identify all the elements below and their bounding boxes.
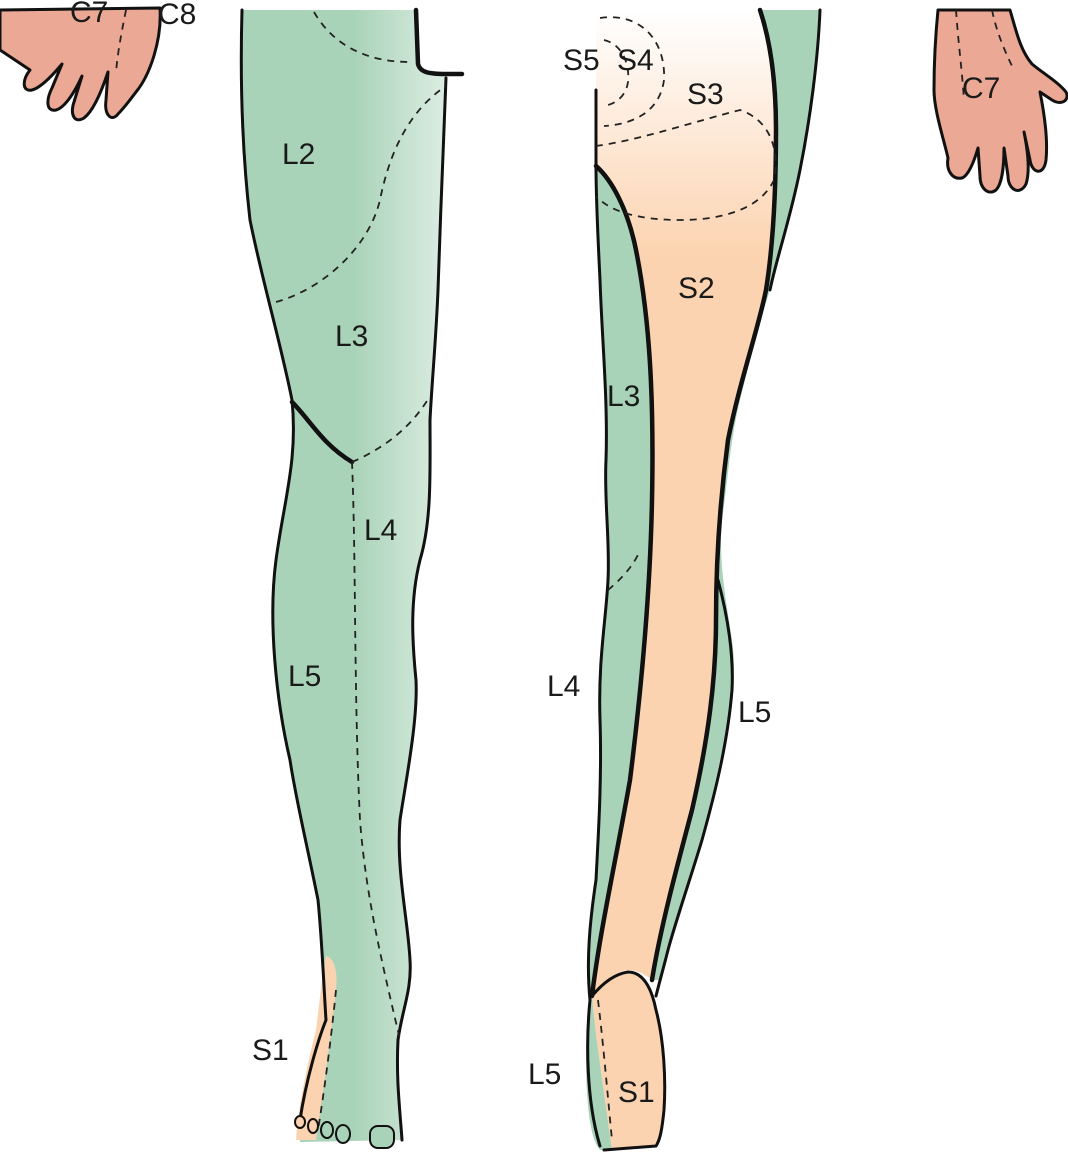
label-l3-front: L3: [335, 320, 368, 353]
label-c7-right: C7: [962, 72, 1000, 105]
toe-4: [308, 1119, 318, 1133]
label-l5-front: L5: [288, 660, 321, 693]
label-l4-back: L4: [547, 670, 580, 703]
toe-3: [321, 1122, 333, 1138]
label-l5-back-leg: L5: [738, 696, 771, 729]
anterior-leg: [241, 10, 462, 1148]
label-l3-back: L3: [607, 380, 640, 413]
label-s3: S3: [687, 78, 724, 111]
label-l4-front: L4: [364, 514, 397, 547]
anterior-groin-edge: [416, 10, 462, 74]
posterior-leg: [586, 10, 820, 1150]
toe-2: [336, 1125, 350, 1143]
label-c7-top-left: C7: [70, 0, 108, 29]
labels: C7 C8 L2 L3 L4 L5 S1 S5 S4 S3 S2 L3 L4 L…: [70, 0, 1000, 1109]
label-s1-back: S1: [618, 1076, 655, 1109]
label-s2: S2: [678, 272, 715, 305]
toe-1: [370, 1126, 394, 1148]
label-l2: L2: [282, 138, 315, 171]
toe-5: [295, 1116, 305, 1128]
label-s5: S5: [563, 44, 600, 77]
label-s4: S4: [617, 44, 654, 77]
right-hand: [934, 10, 1067, 192]
label-c8: C8: [158, 0, 196, 31]
label-l5-back-foot: L5: [528, 1058, 561, 1091]
label-s1-front: S1: [252, 1034, 289, 1067]
